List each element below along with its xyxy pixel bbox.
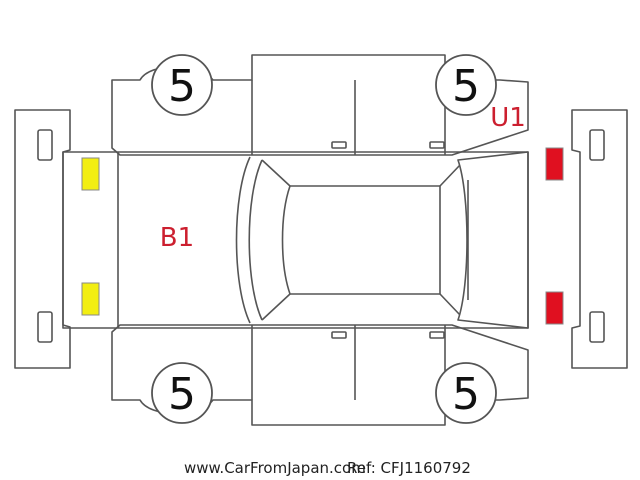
tire-front-right-value: 5 <box>168 369 196 420</box>
tire-rear-right: 5 <box>435 362 497 424</box>
tire-rear-right-value: 5 <box>452 369 480 420</box>
front-bumper <box>14 109 71 369</box>
rear-right-taillight <box>545 291 564 325</box>
footer-ref: Ref: CFJ1160792 <box>347 459 471 477</box>
side-profile-bottom <box>111 324 529 426</box>
footer-site: www.CarFromJapan.com <box>184 459 366 477</box>
tire-front-left: 5 <box>151 54 213 116</box>
rear-bumper <box>571 109 628 369</box>
tire-front-right: 5 <box>151 362 213 424</box>
tire-rear-left-value: 5 <box>452 61 480 112</box>
top-view-body <box>62 151 529 329</box>
front-left-headlight <box>81 157 100 191</box>
front-right-headlight <box>81 282 100 316</box>
damage-code-b1: B1 <box>160 223 194 253</box>
damage-code-u1: U1 <box>490 103 526 133</box>
rear-left-taillight <box>545 147 564 181</box>
tire-front-left-value: 5 <box>168 61 196 112</box>
tire-rear-left: 5 <box>435 54 497 116</box>
